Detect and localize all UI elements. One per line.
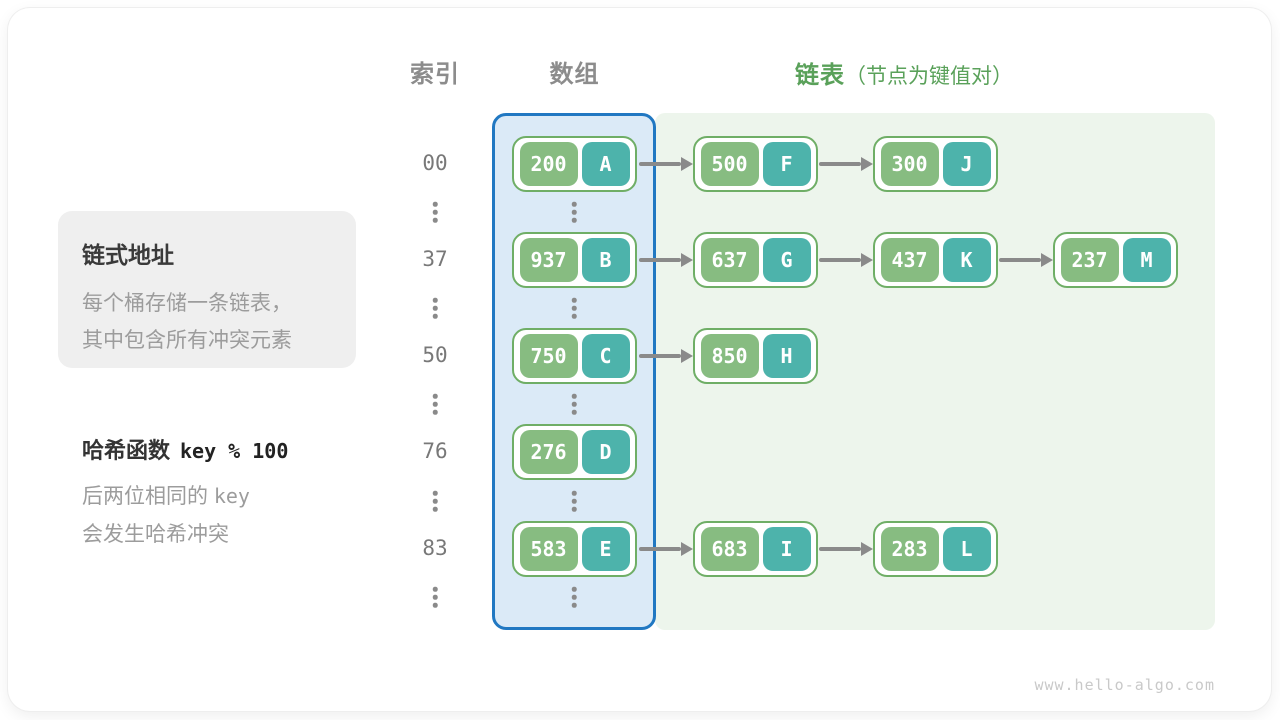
- chain-node: 283 L: [873, 521, 998, 577]
- ellipsis-dots: [571, 297, 577, 319]
- hash-note-line1-code: key: [213, 484, 250, 508]
- chain-node: 850 H: [693, 328, 818, 384]
- chain-node: 683 I: [693, 521, 818, 577]
- node-value: D: [581, 430, 630, 474]
- pointer-arrow: [819, 542, 873, 556]
- ellipsis-dots: [432, 297, 438, 319]
- node-value: L: [942, 527, 991, 571]
- hash-note-line: 后两位相同的 key: [82, 477, 288, 516]
- index-label: 37: [422, 247, 448, 271]
- header-linked-list: 链表（节点为键值对）: [795, 55, 1013, 90]
- info-box-line: 每个桶存储一条链表，: [82, 292, 292, 315]
- header-linked-list-title: 链表: [795, 62, 845, 89]
- chain-node: 437 K: [873, 232, 998, 288]
- pointer-arrow: [819, 253, 873, 267]
- ellipsis-dots: [571, 586, 577, 608]
- pointer-arrow: [819, 157, 873, 171]
- header-array: 数组: [549, 61, 600, 88]
- watermark-url: www.hello-algo.com: [1034, 676, 1215, 694]
- chain-node: 300 J: [873, 136, 998, 192]
- ellipsis-dots: [571, 490, 577, 512]
- info-box-line: 其中包含所有冲突元素: [82, 329, 292, 352]
- pointer-arrow: [639, 349, 693, 363]
- ellipsis-dots: [432, 490, 438, 512]
- index-label: 00: [422, 151, 448, 175]
- node-key: 683: [700, 527, 759, 571]
- chain-node: 237 M: [1053, 232, 1178, 288]
- index-label: 83: [422, 536, 448, 560]
- hash-note-line: 会发生哈希冲突: [82, 523, 229, 546]
- node-value: M: [1122, 238, 1171, 282]
- chain-node: 637 G: [693, 232, 818, 288]
- node-value: J: [942, 142, 991, 186]
- hash-function-heading: 哈希函数 key % 100: [82, 433, 288, 465]
- bucket-node: 200 A: [512, 136, 637, 192]
- node-value: K: [942, 238, 991, 282]
- node-value: G: [762, 238, 811, 282]
- pointer-arrow: [639, 542, 693, 556]
- hash-function-label: 哈希函数: [82, 438, 171, 463]
- ellipsis-dots: [432, 393, 438, 415]
- header-index: 索引: [410, 61, 460, 88]
- pointer-arrow: [999, 253, 1053, 267]
- bucket-node: 583 E: [512, 521, 637, 577]
- node-value: H: [762, 334, 811, 378]
- node-key: 300: [880, 142, 939, 186]
- node-value: E: [581, 527, 630, 571]
- node-key: 637: [700, 238, 759, 282]
- node-value: I: [762, 527, 811, 571]
- node-value: A: [581, 142, 630, 186]
- node-key: 500: [700, 142, 759, 186]
- bucket-node: 750 C: [512, 328, 637, 384]
- bucket-node: 276 D: [512, 424, 637, 480]
- ellipsis-dots: [432, 201, 438, 223]
- header-linked-list-note: （节点为键值对）: [845, 65, 1013, 88]
- node-key: 750: [519, 334, 578, 378]
- chain-node: 500 F: [693, 136, 818, 192]
- info-box: 链式地址 每个桶存储一条链表， 其中包含所有冲突元素: [58, 211, 356, 368]
- node-key: 276: [519, 430, 578, 474]
- ellipsis-dots: [432, 586, 438, 608]
- hash-function-note: 哈希函数 key % 100 后两位相同的 key 会发生哈希冲突: [82, 433, 288, 554]
- node-key: 283: [880, 527, 939, 571]
- info-box-title: 链式地址: [82, 242, 174, 268]
- hash-function-formula: key % 100: [180, 439, 289, 463]
- node-value: C: [581, 334, 630, 378]
- index-label: 76: [422, 439, 448, 463]
- node-key: 437: [880, 238, 939, 282]
- node-key: 583: [519, 527, 578, 571]
- node-key: 937: [519, 238, 578, 282]
- pointer-arrow: [639, 157, 693, 171]
- pointer-arrow: [639, 253, 693, 267]
- ellipsis-dots: [571, 201, 577, 223]
- ellipsis-dots: [571, 393, 577, 415]
- index-label: 50: [422, 343, 448, 367]
- bucket-node: 937 B: [512, 232, 637, 288]
- hash-note-line1-text: 后两位相同的: [82, 485, 208, 508]
- node-key: 200: [519, 142, 578, 186]
- node-value: B: [581, 238, 630, 282]
- node-key: 237: [1060, 238, 1119, 282]
- node-value: F: [762, 142, 811, 186]
- node-key: 850: [700, 334, 759, 378]
